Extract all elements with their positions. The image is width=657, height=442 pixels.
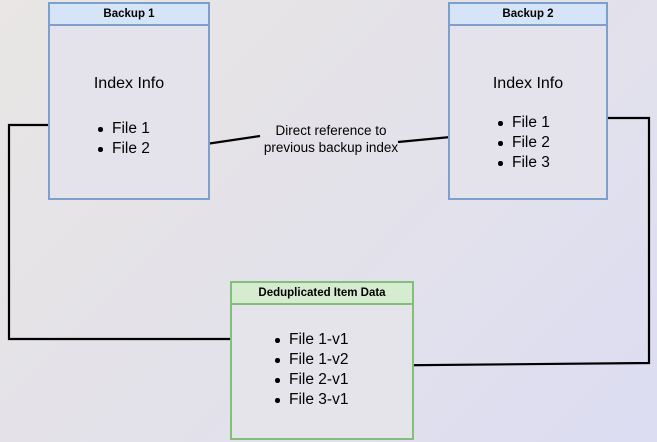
- node-backup-2[interactable]: Backup 2 Index Info File 1 File 2 File 3: [448, 2, 608, 200]
- list-item: File 3-v1: [273, 390, 348, 410]
- edge-label-line-1: Direct reference to: [275, 123, 387, 138]
- node-deduplicated-item-data-body: File 1-v1 File 1-v2 File 2-v1 File 3-v1: [232, 305, 412, 438]
- node-deduplicated-item-data[interactable]: Deduplicated Item Data File 1-v1 File 1-…: [230, 281, 414, 440]
- edge-label-direct-reference: Direct reference to previous backup inde…: [248, 122, 414, 156]
- node-backup-2-file-list: File 1 File 2 File 3: [496, 113, 550, 173]
- list-item: File 1: [96, 119, 150, 139]
- node-backup-1[interactable]: Backup 1 Index Info File 1 File 2: [48, 2, 210, 200]
- node-backup-2-header: Backup 2: [450, 4, 606, 26]
- list-item: File 2: [496, 133, 550, 153]
- list-item: File 3: [496, 153, 550, 173]
- node-deduplicated-file-list: File 1-v1 File 1-v2 File 2-v1 File 3-v1: [273, 330, 348, 410]
- list-item: File 2: [96, 139, 150, 159]
- node-backup-2-body: Index Info File 1 File 2 File 3: [450, 26, 606, 198]
- node-backup-1-header: Backup 1: [50, 4, 208, 26]
- node-backup-2-caption: Index Info: [492, 75, 564, 92]
- edge-label-line-2: previous backup index: [263, 140, 399, 155]
- list-item: File 1: [496, 113, 550, 133]
- node-deduplicated-item-data-header: Deduplicated Item Data: [232, 283, 412, 305]
- node-backup-1-file-list: File 1 File 2: [96, 119, 150, 159]
- node-backup-1-body: Index Info File 1 File 2: [50, 26, 208, 198]
- list-item: File 1-v1: [273, 330, 348, 350]
- list-item: File 1-v2: [273, 350, 348, 370]
- node-backup-1-caption: Index Info: [93, 75, 165, 92]
- list-item: File 2-v1: [273, 370, 348, 390]
